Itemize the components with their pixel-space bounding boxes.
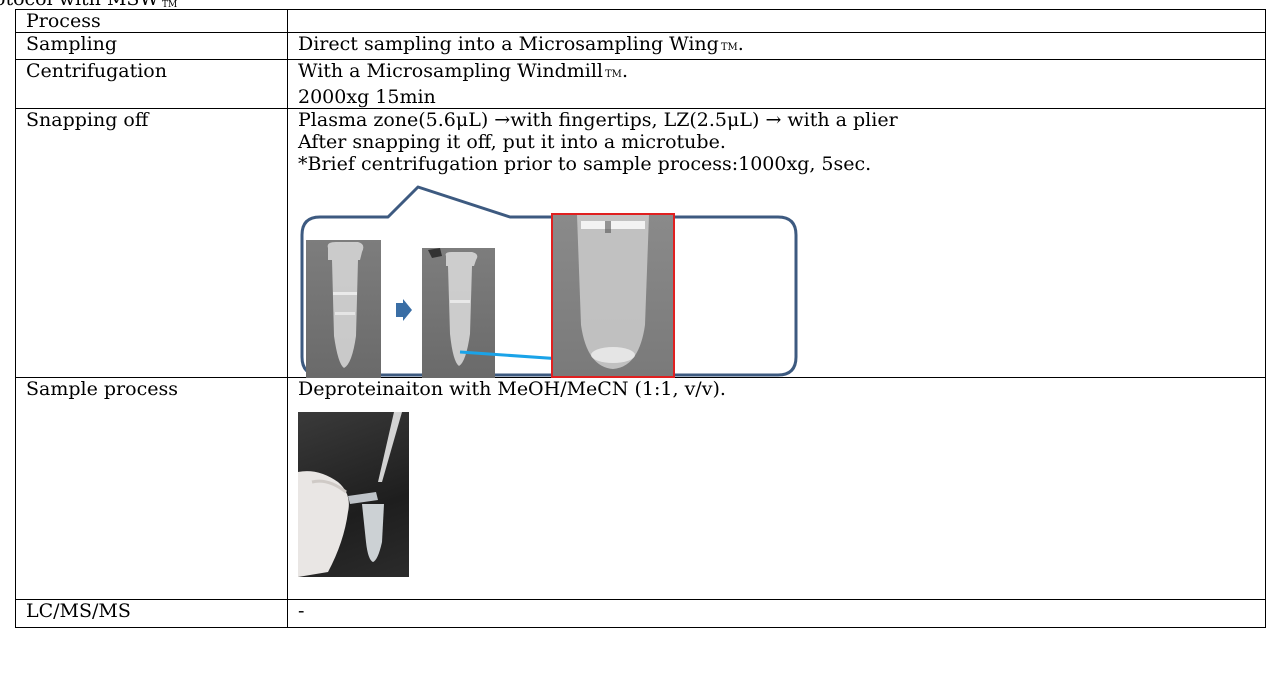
process-name: Snapping off <box>15 108 288 378</box>
right-arrow-icon <box>396 299 412 321</box>
detail-punct: . <box>737 33 744 55</box>
table-row-sampling: Sampling Direct sampling into a Microsam… <box>15 32 1266 60</box>
callout-frame-icon <box>300 185 798 377</box>
table-row-centrifugation: Centrifugation With a Microsampling Wind… <box>15 59 1266 109</box>
caption-tm: TM <box>161 0 178 10</box>
detail-line: Plasma zone(5.6μL) →with fingertips, LZ(… <box>298 109 898 131</box>
detail-line: After snapping it off, put it into a mic… <box>298 131 726 153</box>
table-row-snapping-off: Snapping off Plasma zone(5.6μL) →with fi… <box>15 108 1266 378</box>
header-process: Process <box>15 9 288 33</box>
process-name: Centrifugation <box>15 59 288 109</box>
table-row-sample-process: Sample process Deproteinaiton with MeOH/… <box>15 377 1266 600</box>
table-caption: otocol with MSWTM <box>0 0 177 16</box>
caption-text: otocol with MSW <box>0 0 159 10</box>
tm-mark: TM <box>605 69 622 80</box>
detail-line: 2000xg 15min <box>298 86 436 108</box>
process-detail: - <box>287 599 1266 628</box>
protocol-table: Process Sampling Direct sampling into a … <box>15 9 1266 628</box>
table-header-row: Process <box>15 9 1266 33</box>
detail-line: With a Microsampling Windmill <box>298 60 604 82</box>
process-name: Sample process <box>15 377 288 600</box>
header-detail <box>287 9 1266 33</box>
tm-mark: TM <box>720 42 738 53</box>
detail-punct: . <box>621 60 628 82</box>
process-detail: Direct sampling into a Microsampling Win… <box>287 32 1266 60</box>
table-row-lcmsms: LC/MS/MS - <box>15 599 1266 628</box>
process-detail: Plasma zone(5.6μL) →with fingertips, LZ(… <box>287 108 1266 378</box>
process-name: Sampling <box>15 32 288 60</box>
detail-line: Direct sampling into a Microsampling Win… <box>298 33 719 55</box>
detail-line: *Brief centrifugation prior to sample pr… <box>298 153 872 175</box>
snapping-figure <box>298 179 818 378</box>
tube-closeup-photo <box>551 213 675 378</box>
tube-photo-before <box>306 240 381 378</box>
detail-line: Deproteinaiton with MeOH/MeCN (1:1, v/v)… <box>298 378 726 400</box>
pipette-photo <box>298 412 409 577</box>
tube-photo-after <box>422 248 495 378</box>
process-name: LC/MS/MS <box>15 599 288 628</box>
process-detail: Deproteinaiton with MeOH/MeCN (1:1, v/v)… <box>287 377 1266 600</box>
